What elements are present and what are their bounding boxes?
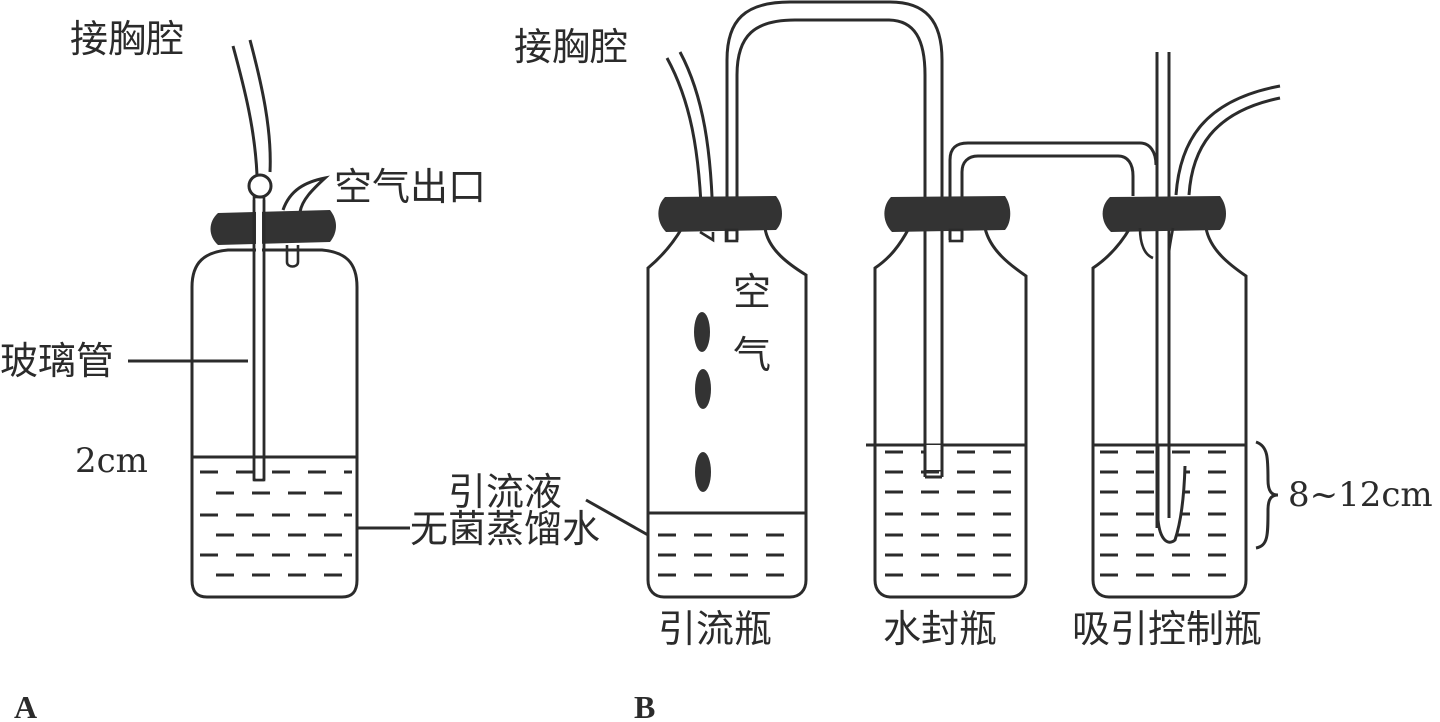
panel-b-u-tube-outer xyxy=(725,0,944,470)
panel-a-label-glass-tube: 玻璃管 xyxy=(0,339,114,383)
panel-b-bottle-label-water-seal: 水封瓶 xyxy=(883,607,997,651)
panel-b-bottle-water-seal xyxy=(873,227,1028,599)
panel-b-label-drainage-fluid: 引流液 xyxy=(448,470,562,514)
panel-a-letter: A xyxy=(14,689,37,722)
panel-b-bottle-label-suction-control: 吸引控制瓶 xyxy=(1072,607,1262,651)
panel-b-bottle-drainage xyxy=(646,227,808,599)
panel-b-label-to-chest: 接胸腔 xyxy=(514,25,628,69)
panel-a-connector-ring xyxy=(247,173,273,199)
panel-b-letter: B xyxy=(634,689,655,722)
panel-b-suction-tube-inner xyxy=(1187,96,1281,196)
panel-b-label-depth-range: 8~12cm xyxy=(1288,475,1433,515)
panel-b: 接胸腔 空 气 引流液 8~12cm 引流瓶 水封瓶 吸引控制瓶 B xyxy=(448,0,1433,722)
panel-b-water-seal-water xyxy=(885,450,1020,577)
panel-a-water xyxy=(200,470,352,577)
panel-b-bottle-suction-control xyxy=(1091,227,1248,599)
panel-b-bottle-label-drainage: 引流瓶 xyxy=(658,607,772,651)
panel-a-label-sterile-water: 无菌蒸馏水 xyxy=(410,507,600,551)
panel-a-bottle xyxy=(190,248,359,599)
panel-a-stopper xyxy=(210,210,336,245)
panel-a-label-to-chest: 接胸腔 xyxy=(70,17,184,61)
panel-a-chest-tube-right xyxy=(248,39,272,173)
panel-a-air-outlet-hook xyxy=(281,175,330,213)
panel-b-label-air-2: 气 xyxy=(733,333,771,377)
panel-b-drainage-water xyxy=(658,533,800,577)
panel-b-label-air-1: 空 xyxy=(733,270,771,314)
panel-b-drainage-fluid-leader xyxy=(585,498,649,537)
panel-b-stopper-drainage xyxy=(658,196,782,232)
panel-a-outlet-stub xyxy=(285,245,300,268)
panel-b-u-tube-inner xyxy=(735,18,927,470)
panel-b-air-bubble xyxy=(695,452,711,492)
panel-b-bridge-tube-inner xyxy=(960,154,1135,240)
panel-a-label-depth: 2cm xyxy=(75,441,148,481)
panel-b-vent-tube-tip xyxy=(1156,446,1187,544)
panel-b-depth-brace xyxy=(1255,440,1279,550)
panel-b-bridge-tube-outer xyxy=(948,141,1158,240)
panel-a-label-air-outlet: 空气出口 xyxy=(334,165,486,209)
panel-b-stopper-water-seal xyxy=(884,196,1011,232)
panel-a: 接胸腔 空气出口 玻璃管 2cm 无菌蒸馏水 A xyxy=(0,17,600,722)
panel-b-stopper-suction-control xyxy=(1102,196,1226,232)
panel-b-suction-tube-outer xyxy=(1174,84,1281,196)
panel-b-air-bubble xyxy=(695,369,711,409)
panel-a-chest-tube-left xyxy=(231,45,259,176)
panel-b-air-bubble xyxy=(694,312,710,352)
panel-b-suction-control-water xyxy=(1100,450,1240,577)
